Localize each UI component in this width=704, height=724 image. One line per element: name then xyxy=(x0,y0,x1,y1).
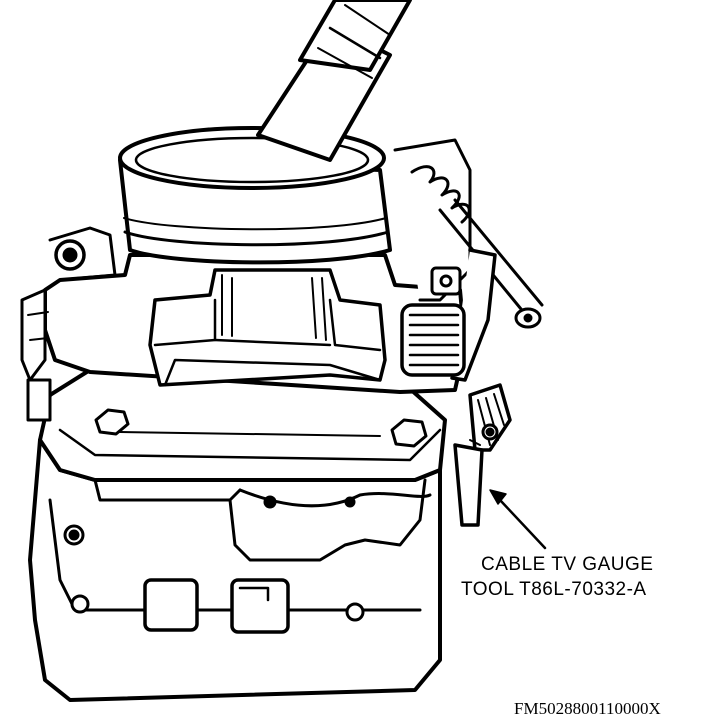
callout-label-line1: CABLE TV GAUGE xyxy=(481,554,654,575)
return-spring-lower xyxy=(400,303,466,377)
manifold-bolt-bottom xyxy=(70,594,90,614)
manifold-port-right xyxy=(230,578,290,634)
throttle-body-casting xyxy=(20,226,467,422)
return-spring-upper xyxy=(410,165,471,224)
intake-manifold xyxy=(28,438,442,702)
callout-leader xyxy=(489,489,547,550)
manifold-bolt-right xyxy=(345,602,365,622)
throttle-position-sensor xyxy=(256,0,412,162)
air-horn xyxy=(118,126,392,265)
throttle-linkage xyxy=(393,138,544,527)
tv-gauge-tool xyxy=(453,383,512,527)
flange-nut-right xyxy=(390,418,428,448)
callout-label-line2: TOOL T86L-70332-A xyxy=(461,579,647,600)
manifold-port-left xyxy=(143,578,199,632)
figure-id: FM5028800110000X xyxy=(514,699,661,718)
flange-nut-left xyxy=(94,408,130,436)
